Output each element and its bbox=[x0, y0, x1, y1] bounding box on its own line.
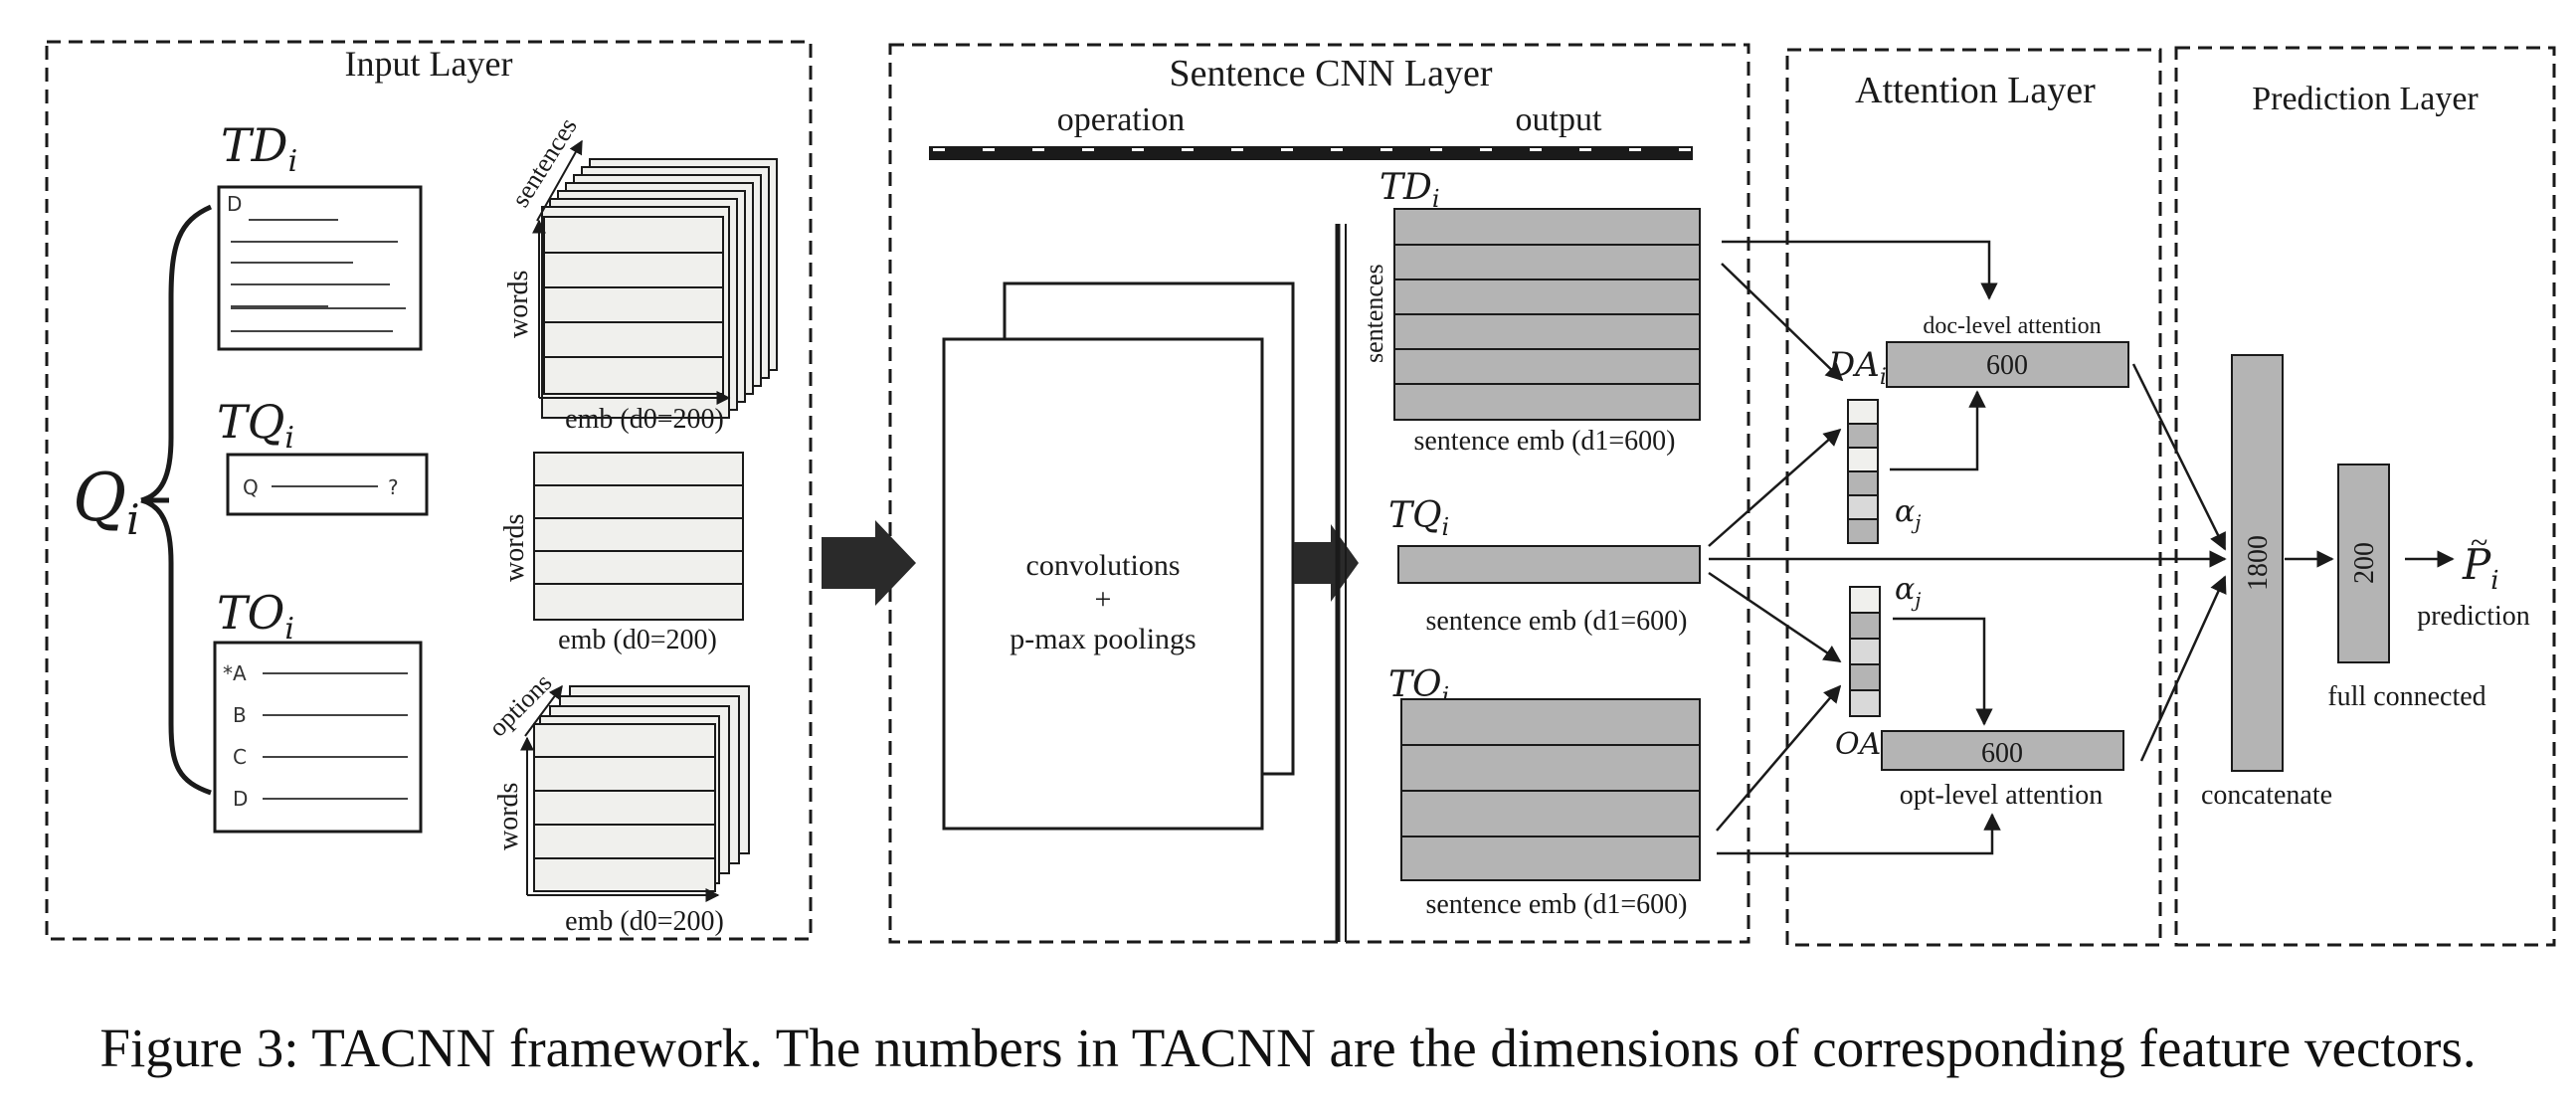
options-embedding-stack bbox=[533, 685, 750, 892]
options-axis bbox=[524, 684, 563, 737]
da-to-doc-attention-arrow bbox=[1890, 390, 1986, 471]
prediction-label: prediction bbox=[2417, 601, 2530, 632]
fc-vector bbox=[2337, 464, 2390, 663]
input-layer-title: Input Layer bbox=[345, 44, 513, 84]
da-label: DAi bbox=[1827, 345, 1887, 390]
to-input-label: TOi bbox=[217, 586, 294, 647]
opt-alpha-label: αj bbox=[1895, 572, 1921, 612]
fc-label: full connected bbox=[2327, 681, 2485, 712]
concat-dim: 1800 bbox=[2243, 535, 2274, 591]
question-embedding-matrix bbox=[533, 452, 744, 621]
question-mark: ? bbox=[388, 475, 399, 499]
opt-attention-to-concat-arrow bbox=[2139, 575, 2227, 762]
opt-attention-title: opt-level attention bbox=[1900, 780, 2104, 811]
input-brace bbox=[140, 204, 213, 796]
cnn-layer-frame bbox=[888, 43, 1750, 944]
fc-dim: 200 bbox=[2349, 542, 2380, 584]
prediction-layer-frame bbox=[2174, 46, 2556, 947]
doc-attention-title: doc-level attention bbox=[1923, 313, 2101, 339]
tq-to-oa-arrow bbox=[1708, 571, 1842, 663]
figure-caption: Figure 3: TACNN framework. The numbers i… bbox=[99, 1018, 2476, 1078]
td-output-label: TDi bbox=[1380, 167, 1440, 213]
p-tilde: ~ bbox=[2471, 524, 2487, 560]
doc-emb-label: emb (d0=200) bbox=[565, 404, 724, 435]
question-marker: Q bbox=[243, 475, 259, 499]
conv-to-output-arrow bbox=[1294, 524, 1359, 602]
td-input-label: TDi bbox=[221, 118, 297, 179]
axis-label-question-words: words bbox=[499, 514, 530, 582]
conv-line-2: + bbox=[1095, 583, 1112, 616]
concat-vector bbox=[2231, 354, 2284, 772]
sentences-axis bbox=[536, 139, 583, 222]
operation-label: operation bbox=[1057, 101, 1185, 138]
concat-label: concatenate bbox=[2201, 780, 2332, 811]
doc-alpha-label: αj bbox=[1895, 494, 1921, 534]
axis-label-option-words: words bbox=[493, 783, 524, 850]
oa-label: OAi bbox=[1835, 727, 1888, 767]
option-c-marker: C bbox=[233, 745, 247, 769]
tq-sentence-vector bbox=[1397, 545, 1701, 584]
attention-layer-frame bbox=[1785, 48, 2162, 947]
doc-attention-dim: 600 bbox=[1986, 350, 2028, 381]
opt-alpha-column bbox=[1849, 586, 1881, 717]
axis-label-doc-words: words bbox=[503, 271, 534, 338]
doc-attention-vector bbox=[1886, 341, 2129, 388]
option-d-marker: D bbox=[233, 787, 248, 811]
p-output-label: Pi bbox=[2462, 540, 2499, 596]
conv-line-1: convolutions bbox=[1026, 549, 1181, 582]
td-sent-emb-label: sentence emb (d1=600) bbox=[1413, 426, 1675, 457]
oa-alpha-to-opt-attention-arrow bbox=[1893, 617, 1993, 726]
input-layer-frame bbox=[45, 40, 813, 941]
option-a-marker: *A bbox=[223, 661, 247, 685]
td-sentence-matrix bbox=[1393, 208, 1701, 421]
td-to-doc-attention-arrow bbox=[1722, 240, 1998, 300]
question-card: Q ? bbox=[226, 453, 429, 516]
doc-alpha-column bbox=[1847, 399, 1879, 544]
td-to-da-arrow bbox=[1721, 263, 1844, 382]
option-b-marker: B bbox=[233, 703, 247, 727]
input-to-cnn-arrow bbox=[822, 520, 916, 606]
conv-line-3: p-max poolings bbox=[1010, 623, 1196, 655]
attention-layer-title: Attention Layer bbox=[1855, 70, 2096, 111]
q-label: Qi bbox=[73, 460, 140, 544]
to-to-opt-attention-arrow bbox=[1717, 813, 2001, 855]
conv-stack bbox=[942, 281, 1295, 831]
output-label: output bbox=[1516, 101, 1602, 138]
tq-output-label: TQi bbox=[1388, 495, 1449, 541]
doc-attention-to-concat-arrow bbox=[2131, 363, 2227, 551]
options-card: *A B C D bbox=[213, 641, 423, 834]
operation-output-bar bbox=[929, 146, 1693, 160]
opt-attention-dim: 600 bbox=[1981, 738, 2023, 769]
opt-attention-vector bbox=[1881, 730, 2124, 771]
prediction-layer-title: Prediction Layer bbox=[2252, 81, 2479, 117]
td-sentences-axis-label: sentences bbox=[1360, 264, 1388, 363]
options-emb-label: emb (d0=200) bbox=[565, 906, 724, 937]
question-emb-label: emb (d0=200) bbox=[558, 625, 717, 655]
tq-to-da-arrow bbox=[1708, 428, 1842, 547]
doc-marker: D bbox=[227, 192, 242, 216]
tq-sent-emb-label: sentence emb (d1=600) bbox=[1425, 606, 1687, 637]
document-card: D bbox=[217, 185, 423, 351]
to-sentence-matrix bbox=[1400, 698, 1701, 881]
doc-embedding-stack bbox=[541, 158, 778, 419]
cnn-layer-title: Sentence CNN Layer bbox=[1170, 53, 1493, 94]
to-to-oa-arrow bbox=[1716, 684, 1842, 832]
to-sent-emb-label: sentence emb (d1=600) bbox=[1425, 889, 1687, 920]
tq-input-label: TQi bbox=[217, 395, 294, 456]
